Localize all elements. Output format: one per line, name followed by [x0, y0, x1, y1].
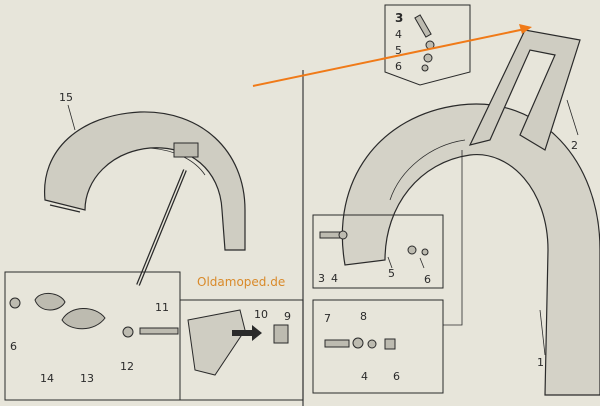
- label-part-13: 13: [80, 372, 94, 385]
- label-part-15: 15: [59, 91, 73, 104]
- label-part-6-right: 6: [424, 273, 431, 286]
- front-fender-bracket: [173, 142, 199, 158]
- label-part-4-lower: 4: [361, 370, 368, 383]
- label-part-5: 5: [388, 267, 395, 280]
- rear-carrier: [468, 29, 581, 151]
- rear-fender: [341, 103, 600, 396]
- bolt-9: [273, 324, 289, 344]
- right-upper-parts-panel: [312, 214, 444, 289]
- bolt-set-b: [324, 337, 396, 350]
- label-part-4: 4: [331, 272, 338, 285]
- inset-bolt: [414, 14, 435, 72]
- highlight-arrow: [252, 24, 532, 87]
- inset-label-6: 6: [395, 60, 402, 73]
- mud-flap: [187, 309, 246, 376]
- label-part-2: 2: [571, 139, 578, 152]
- inset-label-3: 3: [395, 11, 403, 25]
- label-part-1: 1: [537, 356, 544, 369]
- clamp-assembly: [9, 293, 179, 338]
- label-part-10: 10: [254, 308, 268, 321]
- label-part-8: 8: [360, 310, 367, 323]
- label-part-7: 7: [324, 312, 331, 325]
- watermark-logo: Oldamoped.de: [197, 275, 285, 289]
- label-part-6-lower: 6: [393, 370, 400, 383]
- leader-lines: [67, 99, 579, 356]
- label-part-6-left: 6: [10, 340, 17, 353]
- label-part-12: 12: [120, 360, 134, 373]
- inset-label-5: 5: [395, 44, 402, 57]
- label-part-11: 11: [155, 301, 169, 314]
- front-fender: [44, 111, 246, 251]
- bolt-set-a: [319, 230, 429, 256]
- label-part-9: 9: [284, 310, 291, 323]
- right-lower-parts-panel: [312, 299, 444, 394]
- label-part-14: 14: [40, 372, 54, 385]
- inset-label-4: 4: [395, 28, 402, 41]
- label-part-3: 3: [318, 272, 325, 285]
- arrow-marker: [232, 325, 262, 341]
- small-parts-panel: [179, 299, 304, 401]
